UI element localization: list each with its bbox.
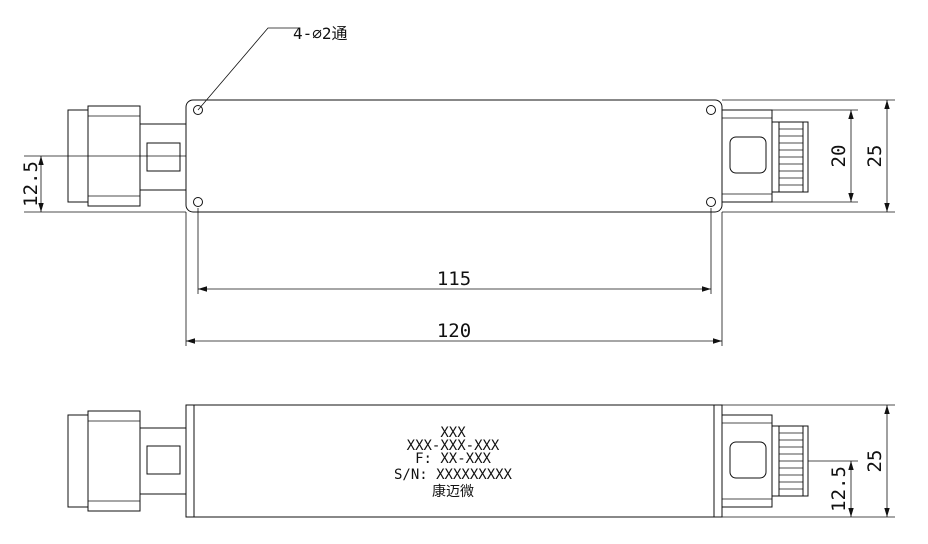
dim-height: 25 xyxy=(864,450,886,473)
dim-body-length: 120 xyxy=(437,320,471,342)
label-line: S/N: XXXXXXXXX xyxy=(394,467,513,483)
dim-hole-spacing: 115 xyxy=(437,268,471,290)
mounting-hole xyxy=(193,197,203,207)
label-line: 康迈微 xyxy=(432,483,474,500)
hole-note: 4-⌀2通 xyxy=(293,24,348,43)
mounting-hole xyxy=(706,105,716,115)
dim-offset: 12.5 xyxy=(828,466,850,512)
label-line: XXX-XXX-XXX xyxy=(407,438,500,454)
thread-lines xyxy=(779,128,803,186)
label-line: XXX xyxy=(440,425,466,441)
label-line: F: XX-XXX xyxy=(415,451,491,467)
top-body-outline xyxy=(185,99,723,213)
side-view: XXX XXX-XXX-XXX F: XX-XXX S/N: XXXXXXXXX… xyxy=(67,404,895,518)
dim-body-width: 25 xyxy=(864,145,886,168)
mounting-holes xyxy=(193,105,716,207)
dim-connector-width: 20 xyxy=(828,145,850,168)
right-connector-top xyxy=(721,109,809,203)
top-view: 4-⌀2通 115 120 12.5 20 25 xyxy=(20,24,895,346)
right-connector-side xyxy=(721,414,809,508)
thread-lines xyxy=(779,432,803,490)
hole-leader-line xyxy=(197,27,300,111)
product-label: XXX XXX-XXX-XXX F: XX-XXX S/N: XXXXXXXXX… xyxy=(394,425,513,500)
dim-left-offset: 12.5 xyxy=(20,161,42,207)
mounting-hole xyxy=(706,197,716,207)
mounting-hole xyxy=(193,105,203,115)
left-connector-side xyxy=(67,410,187,512)
